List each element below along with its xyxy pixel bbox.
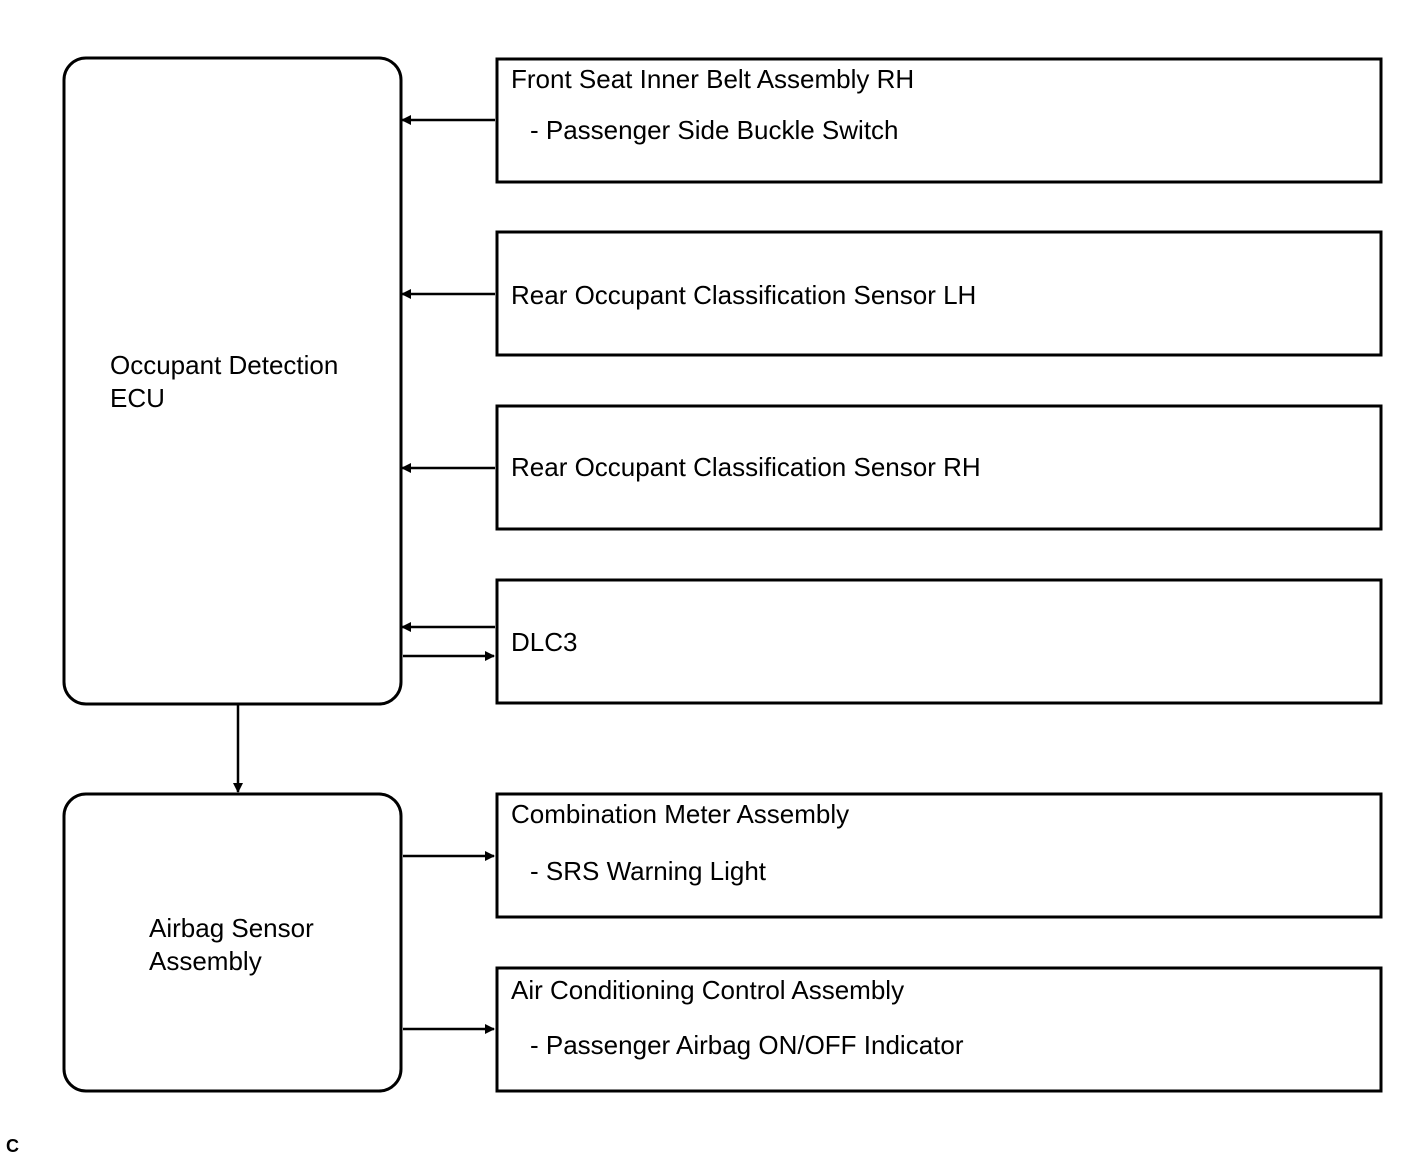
ecu-label-line2: ECU xyxy=(110,383,165,413)
occupant-detection-ecu-block xyxy=(62,56,403,706)
rear-sensor-rh-box xyxy=(495,404,1383,531)
ecu-label-line1: Occupant Detection xyxy=(110,350,339,380)
air-conditioning-subitem: - Passenger Airbag ON/OFF Indicator xyxy=(530,1030,964,1060)
air-conditioning-box xyxy=(495,966,1383,1093)
airbag-label-line2: Assembly xyxy=(149,946,262,976)
combination-meter-box xyxy=(495,792,1383,919)
dlc3-title: DLC3 xyxy=(511,627,578,657)
airbag-label-line1: Airbag Sensor xyxy=(149,913,314,943)
rear-sensor-lh-box xyxy=(495,230,1383,357)
rear-sensor-lh-title: Rear Occupant Classification Sensor LH xyxy=(511,280,977,310)
belt-assembly-box xyxy=(495,57,1383,184)
belt-assembly-subitem: - Passenger Side Buckle Switch xyxy=(530,115,899,145)
combination-meter-title: Combination Meter Assembly xyxy=(511,799,850,829)
air-conditioning-title: Air Conditioning Control Assembly xyxy=(511,975,905,1005)
airbag-sensor-assembly-block xyxy=(62,792,403,1093)
corner-mark: C xyxy=(6,1136,19,1156)
combination-meter-subitem: - SRS Warning Light xyxy=(530,856,767,886)
rear-sensor-rh-title: Rear Occupant Classification Sensor RH xyxy=(511,452,981,482)
belt-assembly-title: Front Seat Inner Belt Assembly RH xyxy=(511,64,915,94)
dlc3-box xyxy=(495,578,1383,705)
